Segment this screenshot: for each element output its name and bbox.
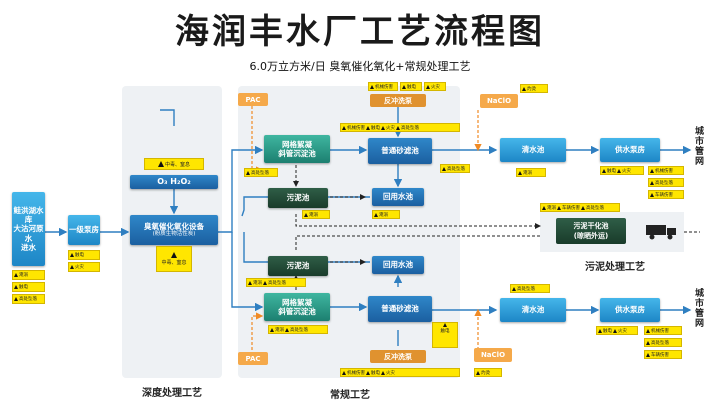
pac-dosing-top: PAC [238, 93, 268, 106]
city-network-bottom: 城市管网 [693, 288, 703, 328]
sludge-tank-bottom: 污泥池 [268, 256, 328, 276]
hazard-vehicle: 车辆伤害 [644, 350, 682, 359]
hazard-row: 触电 [432, 322, 458, 348]
page-subtitle: 6.0万立方米/日 臭氧催化氧化+常规处理工艺 [249, 60, 471, 73]
hazard-row: 淹溺高处坠落 [268, 325, 328, 334]
source-line1: 鲑洪湖水库 [13, 205, 44, 224]
sand-filter-top: 普通砂滤池 [368, 138, 432, 164]
hazard-electric: 触电 [12, 282, 45, 292]
hazard-fire: 火灾 [424, 82, 446, 91]
hazard-electric: 触电 [400, 82, 422, 91]
raw-water-source: 鲑洪湖水库 大沽河原水 进水 [12, 192, 45, 266]
reuse-tank-top: 回用水池 [372, 188, 424, 206]
hazard-falling: 高处坠落 [12, 294, 45, 304]
naclo-dosing-bottom: NaClO [474, 348, 512, 362]
clear-water-tank-top: 清水池 [500, 138, 566, 162]
hazard-falling: 高处坠落 [244, 168, 278, 177]
hazard-scald: 灼烫 [520, 84, 548, 93]
coagulation-tank-bottom: 网格絮凝斜管沉淀池 [264, 293, 330, 321]
backwash-pump-top: 反冲洗泵 [370, 94, 426, 107]
truck-icon [646, 224, 678, 240]
sludge-tank-top: 污泥池 [268, 188, 328, 208]
hazard-row: 机械伤害触电火灾高处坠落 [340, 123, 460, 132]
hazard-falling: 高处坠落 [440, 164, 470, 173]
coagulation-tank-top: 网格絮凝斜管沉淀池 [264, 135, 330, 163]
hazard-mechanical: 机械伤害 [648, 166, 684, 175]
hazard-vehicle: 车辆伤害 [648, 190, 684, 199]
sludge-drying-tank: 污泥干化池(晾晒外运) [556, 218, 626, 244]
section-conventional-label: 常规工艺 [330, 390, 370, 401]
sand-filter-bottom: 普通砂滤池 [368, 296, 432, 322]
hazard-fire: 火灾 [68, 262, 100, 272]
page-title: 海润丰水厂工艺流程图 [175, 12, 545, 52]
hazard-scald: 灼烫 [474, 368, 502, 377]
clear-water-tank-bottom: 清水池 [500, 298, 566, 322]
backwash-pump-bottom: 反冲洗泵 [370, 350, 426, 363]
hazard-row: 淹溺高处坠落 [246, 278, 306, 287]
naclo-dosing-top: NaClO [480, 94, 518, 108]
hazard-drowning: 淹溺 [302, 210, 330, 219]
reuse-tank-bottom: 回用水池 [372, 256, 424, 274]
hazard-falling: 高处坠落 [510, 284, 550, 293]
pac-dosing-bottom: PAC [238, 352, 268, 365]
hazard-falling: 高处坠落 [644, 338, 682, 347]
hazard-drowning: 淹溺 [516, 168, 546, 177]
city-network-top: 城市管网 [693, 126, 703, 166]
hazard-row: 淹溺车辆伤害高处坠落 [540, 203, 620, 212]
hazard-electric: 触电 [68, 250, 100, 260]
hazard-group-ozone: 中毒、窒息 [156, 246, 192, 272]
hazard-mechanical: 机械伤害 [644, 326, 682, 335]
ozone-reagent: O₃ H₂O₂ [130, 175, 218, 189]
primary-pump-house: 一级泵房 [68, 215, 100, 245]
hazard-row: 触电火灾 [596, 326, 638, 335]
hazard-falling: 高处坠落 [648, 178, 684, 187]
hazard-row: 机械伤害触电火灾 [340, 368, 460, 377]
hazard-row: 触电火灾 [600, 166, 644, 175]
source-line3: 进水 [21, 243, 36, 253]
hazard-mechanical: 机械伤害 [368, 82, 398, 91]
supply-pump-top: 供水泵房 [600, 138, 660, 162]
hazard-drowning: 淹溺 [372, 210, 400, 219]
section-sludge-label: 污泥处理工艺 [585, 262, 645, 273]
hazard-drowning: 淹溺 [12, 270, 45, 280]
section-deep-label: 深度处理工艺 [142, 388, 202, 399]
supply-pump-bottom: 供水泵房 [600, 298, 660, 322]
ozone-catalytic-device: 臭氧催化氧化设备 (粉质生物活性炭) [130, 215, 218, 245]
source-line2: 大沽河原水 [13, 224, 44, 243]
hazard-poison: 中毒、窒息 [144, 158, 204, 170]
